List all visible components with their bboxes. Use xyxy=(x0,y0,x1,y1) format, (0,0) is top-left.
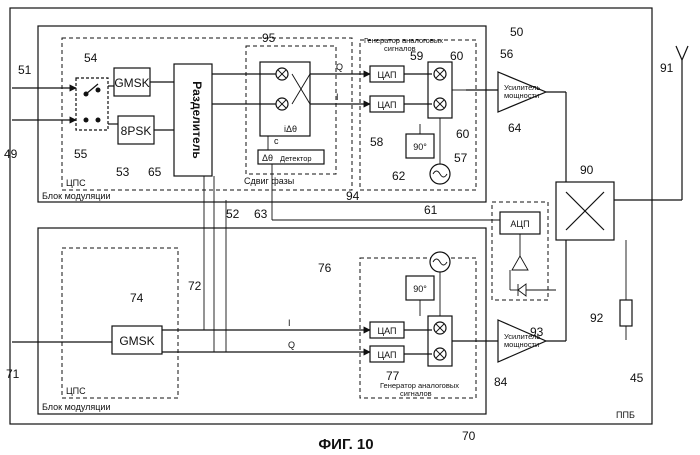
gen-bottom-l2: сигналов xyxy=(400,389,432,398)
switch-box xyxy=(76,78,108,130)
antenna-icon xyxy=(676,46,688,60)
ref-74: 74 xyxy=(130,291,144,305)
ref-77: 77 xyxy=(386,369,400,383)
ref-51: 51 xyxy=(18,63,32,77)
ref-56: 56 xyxy=(500,47,514,61)
psk8-label: 8PSK xyxy=(121,124,152,138)
ref-91: 91 xyxy=(660,61,674,75)
ref-65: 65 xyxy=(148,165,162,179)
mod-label-bottom: Блок модуляции xyxy=(42,402,110,412)
ref-54: 54 xyxy=(84,51,98,65)
q-label-bottom: Q xyxy=(288,340,295,350)
mod-label-top: Блок модуляции xyxy=(42,191,110,201)
ref-70: 70 xyxy=(462,429,476,443)
ref-58: 58 xyxy=(370,135,384,149)
dac-q-top-label: ЦАП xyxy=(377,70,396,80)
ref-72: 72 xyxy=(188,279,202,293)
detector-label: Детектор xyxy=(280,154,312,163)
ref-59: 59 xyxy=(410,49,424,63)
c-symbol: c xyxy=(274,136,279,146)
q-label-top: Q xyxy=(336,62,343,72)
amp-top-l2: мощности xyxy=(504,91,539,100)
ref-71: 71 xyxy=(6,367,20,381)
phase90-bottom-label: 90° xyxy=(413,284,427,294)
i-label-top: I xyxy=(336,92,339,102)
splitter-label: Разделитель xyxy=(190,81,204,158)
ref-52: 52 xyxy=(226,207,240,221)
ref-57: 57 xyxy=(454,151,468,165)
adc-amp-icon xyxy=(512,256,528,270)
ref-92: 92 xyxy=(590,311,604,325)
figure-caption: ФИГ. 10 xyxy=(318,436,373,453)
ref-90: 90 xyxy=(580,163,594,177)
ref-64: 64 xyxy=(508,121,522,135)
i-label-bottom: I xyxy=(288,318,291,328)
ref-62: 62 xyxy=(392,169,406,183)
ref-94: 94 xyxy=(346,189,360,203)
dac-i-bottom-label: ЦАП xyxy=(377,326,396,336)
dsp-label-top: ЦПС xyxy=(66,178,86,188)
ref-60b: 60 xyxy=(456,127,470,141)
dac-q-bottom-label: ЦАП xyxy=(377,350,396,360)
ref-93: 93 xyxy=(530,325,544,339)
load-resistor xyxy=(620,300,632,326)
gmsk-label-top: GMSK xyxy=(114,76,149,90)
ref-50: 50 xyxy=(510,25,524,39)
ref-84: 84 xyxy=(494,375,508,389)
ref-45: 45 xyxy=(630,371,644,385)
ref-61: 61 xyxy=(424,203,438,217)
gmsk-label-bottom: GMSK xyxy=(119,334,154,348)
ref-55: 55 xyxy=(74,147,88,161)
dsp-label-bottom: ЦПС xyxy=(66,386,86,396)
ref-53: 53 xyxy=(116,165,130,179)
delta-theta-label: Δθ xyxy=(262,153,273,163)
ref-95: 95 xyxy=(262,31,276,45)
phase-shift-label: Сдвиг фазы xyxy=(244,176,294,186)
ref-76: 76 xyxy=(318,261,332,275)
amp-bottom-l2: мощности xyxy=(504,340,539,349)
lower-dsp-frame xyxy=(62,248,178,398)
i-delta-theta-label: iΔθ xyxy=(284,124,297,134)
ref-60a: 60 xyxy=(450,49,464,63)
adc-label: АЦП xyxy=(510,219,529,229)
ref-63: 63 xyxy=(254,207,268,221)
ref-49: 49 xyxy=(4,147,18,161)
ppb-label: ППБ xyxy=(616,410,635,420)
diode-icon xyxy=(518,284,526,296)
phase90-top-label: 90° xyxy=(413,142,427,152)
dac-i-top-label: ЦАП xyxy=(377,100,396,110)
